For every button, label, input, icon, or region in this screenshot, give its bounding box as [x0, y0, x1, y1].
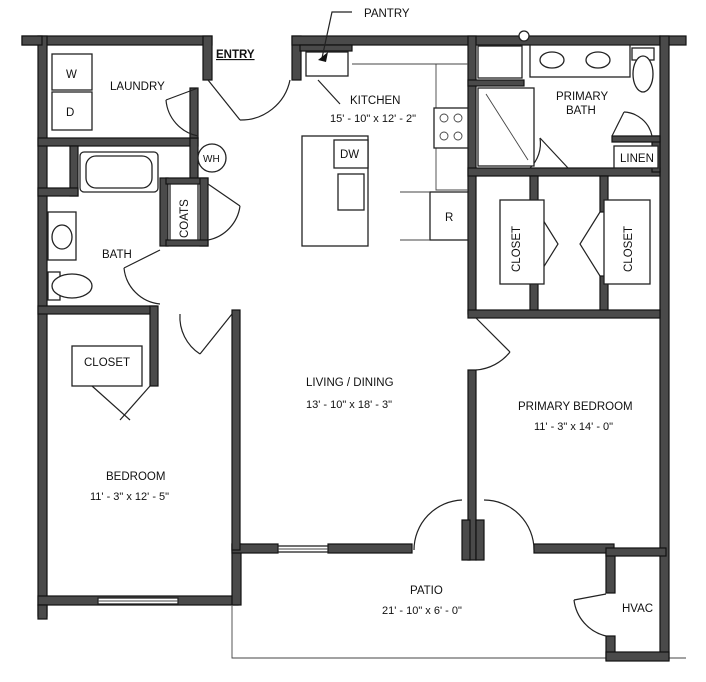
primary-toilet: [632, 55, 654, 93]
patio-outline: [231, 606, 686, 659]
label-closet-left: CLOSET: [511, 226, 523, 272]
label-water-heater: WH: [203, 154, 220, 165]
label-kitchen: KITCHEN: [350, 95, 400, 107]
label-bedroom: BEDROOM: [106, 471, 165, 483]
label-bath: BATH: [102, 249, 132, 261]
label-kitchen-dim: 15' - 10" x 12' - 2": [330, 113, 416, 125]
bath-toilet: [51, 273, 93, 299]
label-washer: W: [66, 69, 77, 81]
label-primary-bedroom-dim: 11' - 3" x 14' - 0": [534, 421, 613, 433]
room-labels: PANTRY ENTRY LAUNDRY W D WH KITCHEN 15' …: [66, 8, 654, 617]
bath-sink: [51, 224, 73, 250]
label-closet-bedroom: CLOSET: [84, 357, 130, 369]
door-swings: [91, 79, 653, 637]
label-living-dim: 13' - 10" x 18' - 3": [306, 399, 392, 411]
label-dishwasher: DW: [340, 149, 359, 161]
label-refrigerator: R: [445, 212, 453, 224]
dryer: [51, 91, 93, 131]
label-bedroom-dim: 11' - 3" x 12' - 5": [90, 491, 169, 503]
fixtures: [47, 11, 659, 387]
label-living: LIVING / DINING: [306, 377, 394, 389]
label-primary-bedroom: PRIMARY BEDROOM: [518, 401, 633, 413]
label-patio: PATIO: [410, 585, 443, 597]
label-hvac: HVAC: [622, 603, 653, 615]
water-heater: [197, 143, 227, 173]
label-primary-bath-2: BATH: [566, 105, 596, 117]
washer: [51, 53, 93, 91]
label-primary-bath-1: PRIMARY: [556, 91, 609, 103]
label-coats: COATS: [179, 199, 191, 238]
label-dryer: D: [66, 107, 74, 119]
range: [433, 107, 469, 149]
label-patio-dim: 21' - 10" x 6' - 0": [382, 605, 462, 617]
windows: [97, 36, 460, 605]
label-entry: ENTRY: [216, 49, 255, 61]
label-closet-right: CLOSET: [623, 226, 635, 272]
label-linen: LINEN: [620, 153, 654, 165]
refrigerator: [429, 191, 469, 241]
label-laundry: LAUNDRY: [110, 81, 165, 93]
label-pantry: PANTRY: [364, 8, 410, 20]
shower: [477, 87, 535, 167]
